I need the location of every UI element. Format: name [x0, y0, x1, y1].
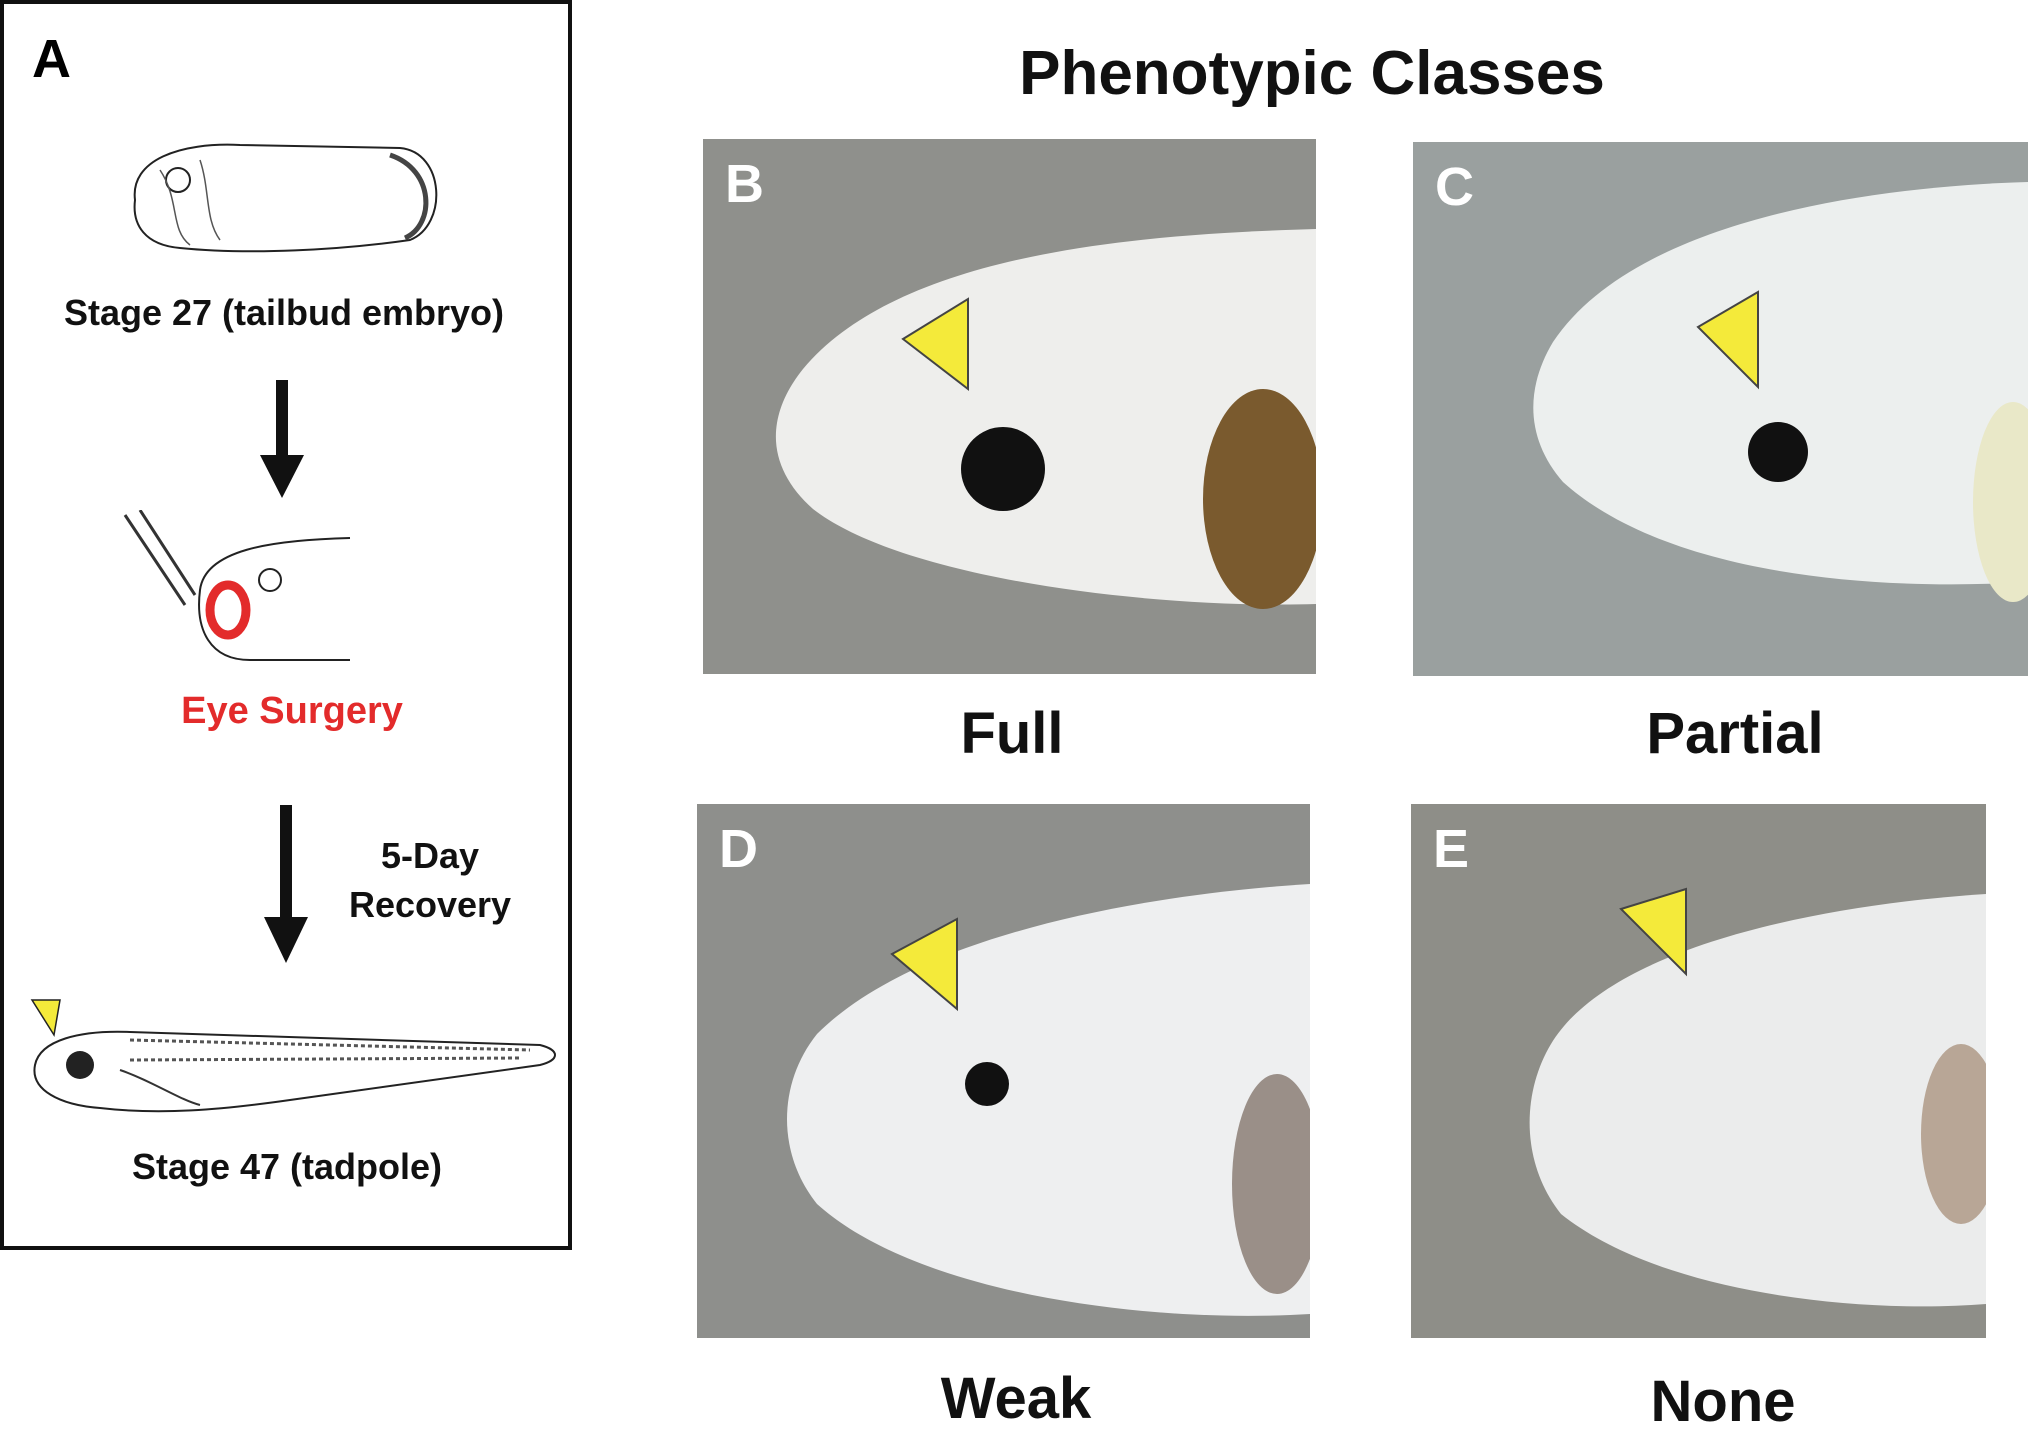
recovery-label-line2: Recovery [348, 884, 512, 925]
stage-27-label: Stage 27 (tailbud embryo) [63, 292, 505, 333]
class-label-none: None [1650, 1369, 1796, 1434]
panel-c-photo: C [1413, 142, 2028, 676]
class-label-weak: Weak [940, 1366, 1092, 1431]
eye-surgery-label: Eye Surgery [181, 690, 403, 732]
tadpole-drawing [30, 999, 556, 1113]
eye-surgery-drawing [123, 510, 351, 661]
tailbud-embryo-drawing [133, 143, 438, 253]
panel-c-letter: C [1435, 157, 1474, 217]
panel-b-photo: B [703, 139, 1316, 674]
class-label-full: Full [960, 701, 1064, 766]
panel-e-letter: E [1433, 819, 1470, 879]
recovery-label-line1: 5-Day [380, 835, 480, 876]
panel-d-photo: D [697, 804, 1310, 1338]
panel-b-letter: B [725, 154, 764, 214]
panel-a-letter: A [32, 29, 71, 89]
panel-d-letter: D [719, 819, 758, 879]
stage-47-label: Stage 47 (tadpole) [131, 1146, 443, 1187]
class-label-partial: Partial [1646, 701, 1824, 766]
panel-a-schematic: A Stage 27 (tailbud embryo) Eye Surgery … [0, 0, 572, 1250]
down-arrow-icon [260, 380, 304, 498]
down-arrow-icon [264, 805, 308, 963]
figure-title: Phenotypic Classes [1019, 39, 1605, 108]
panel-e-photo: E [1411, 804, 1986, 1338]
